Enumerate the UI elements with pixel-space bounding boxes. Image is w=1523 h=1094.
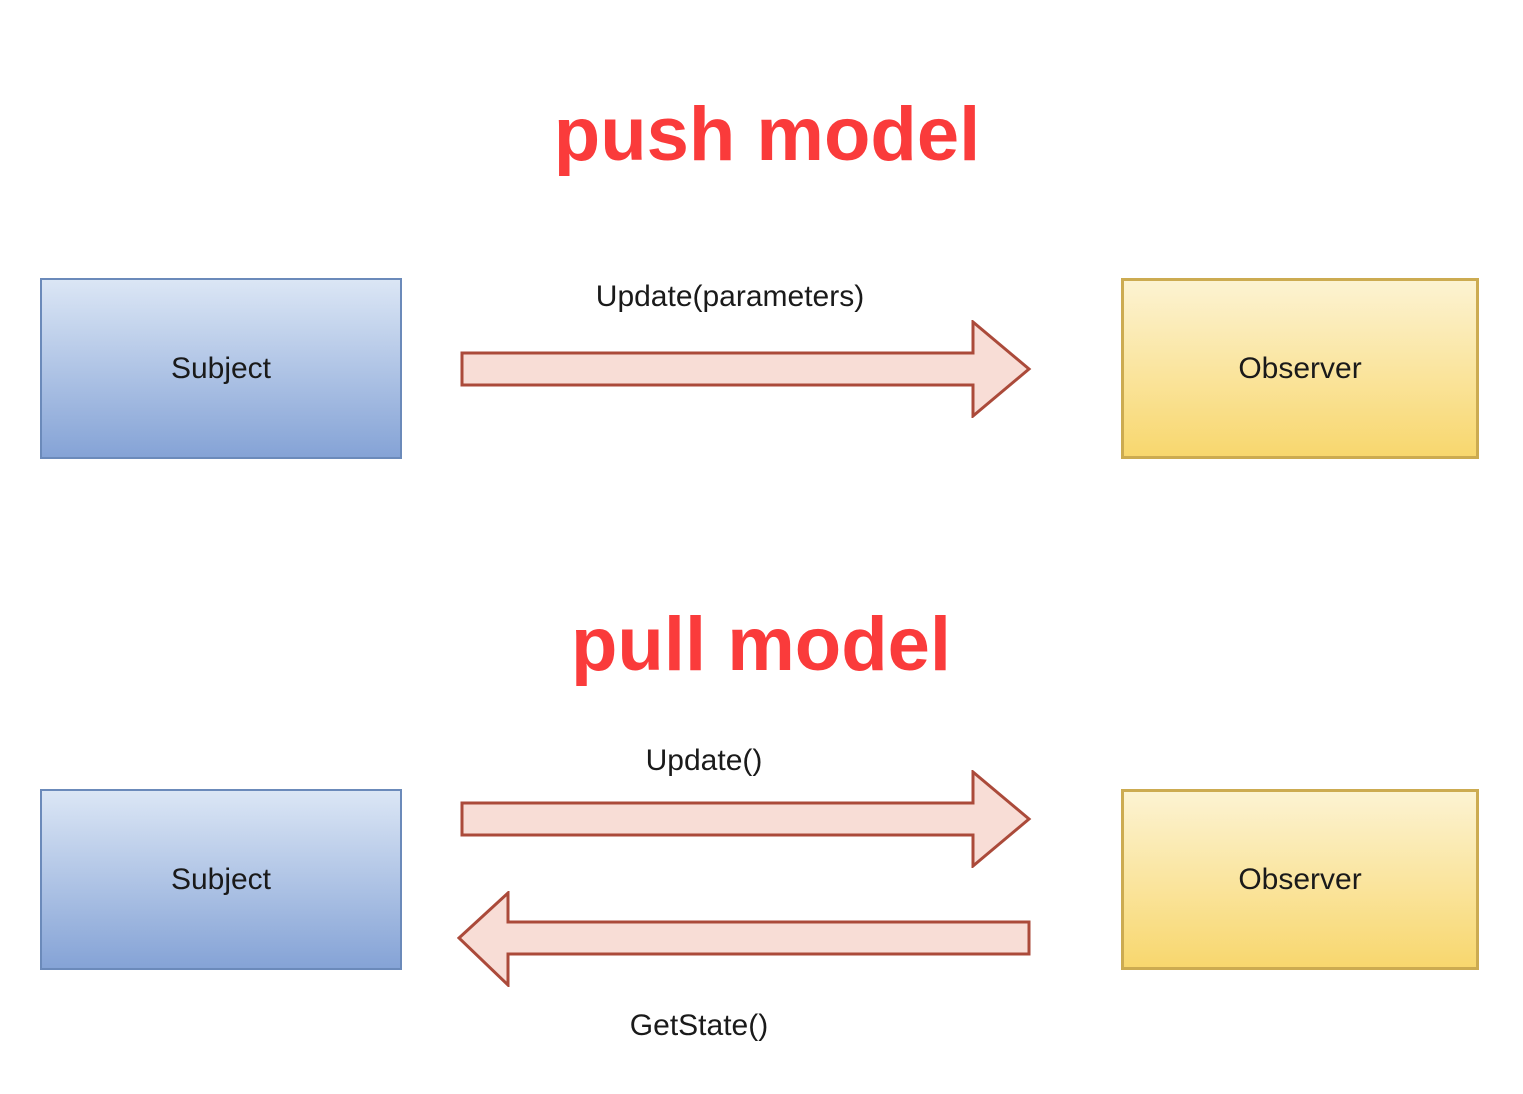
push-subject-node: Subject (40, 278, 402, 459)
push-observer-node: Observer (1121, 278, 1479, 459)
arrow-left-icon (457, 891, 1031, 987)
push-subject-label: Subject (170, 351, 272, 385)
arrow-right-icon (460, 770, 1032, 868)
pull-observer-node: Observer (1121, 789, 1479, 970)
pull-observer-label: Observer (1238, 862, 1362, 896)
push-observer-label: Observer (1238, 351, 1362, 385)
pull-subject-node: Subject (40, 789, 402, 970)
arrow-right-icon (460, 320, 1032, 418)
pull-model-title: pull model (571, 602, 951, 687)
pull-update-arrow-label: Update() (645, 744, 763, 777)
push-model-title: push model (553, 92, 981, 177)
pull-subject-label: Subject (170, 862, 272, 896)
push-update-arrow-label: Update(parameters) (595, 280, 865, 313)
pull-getstate-arrow-label: GetState() (629, 1009, 769, 1042)
